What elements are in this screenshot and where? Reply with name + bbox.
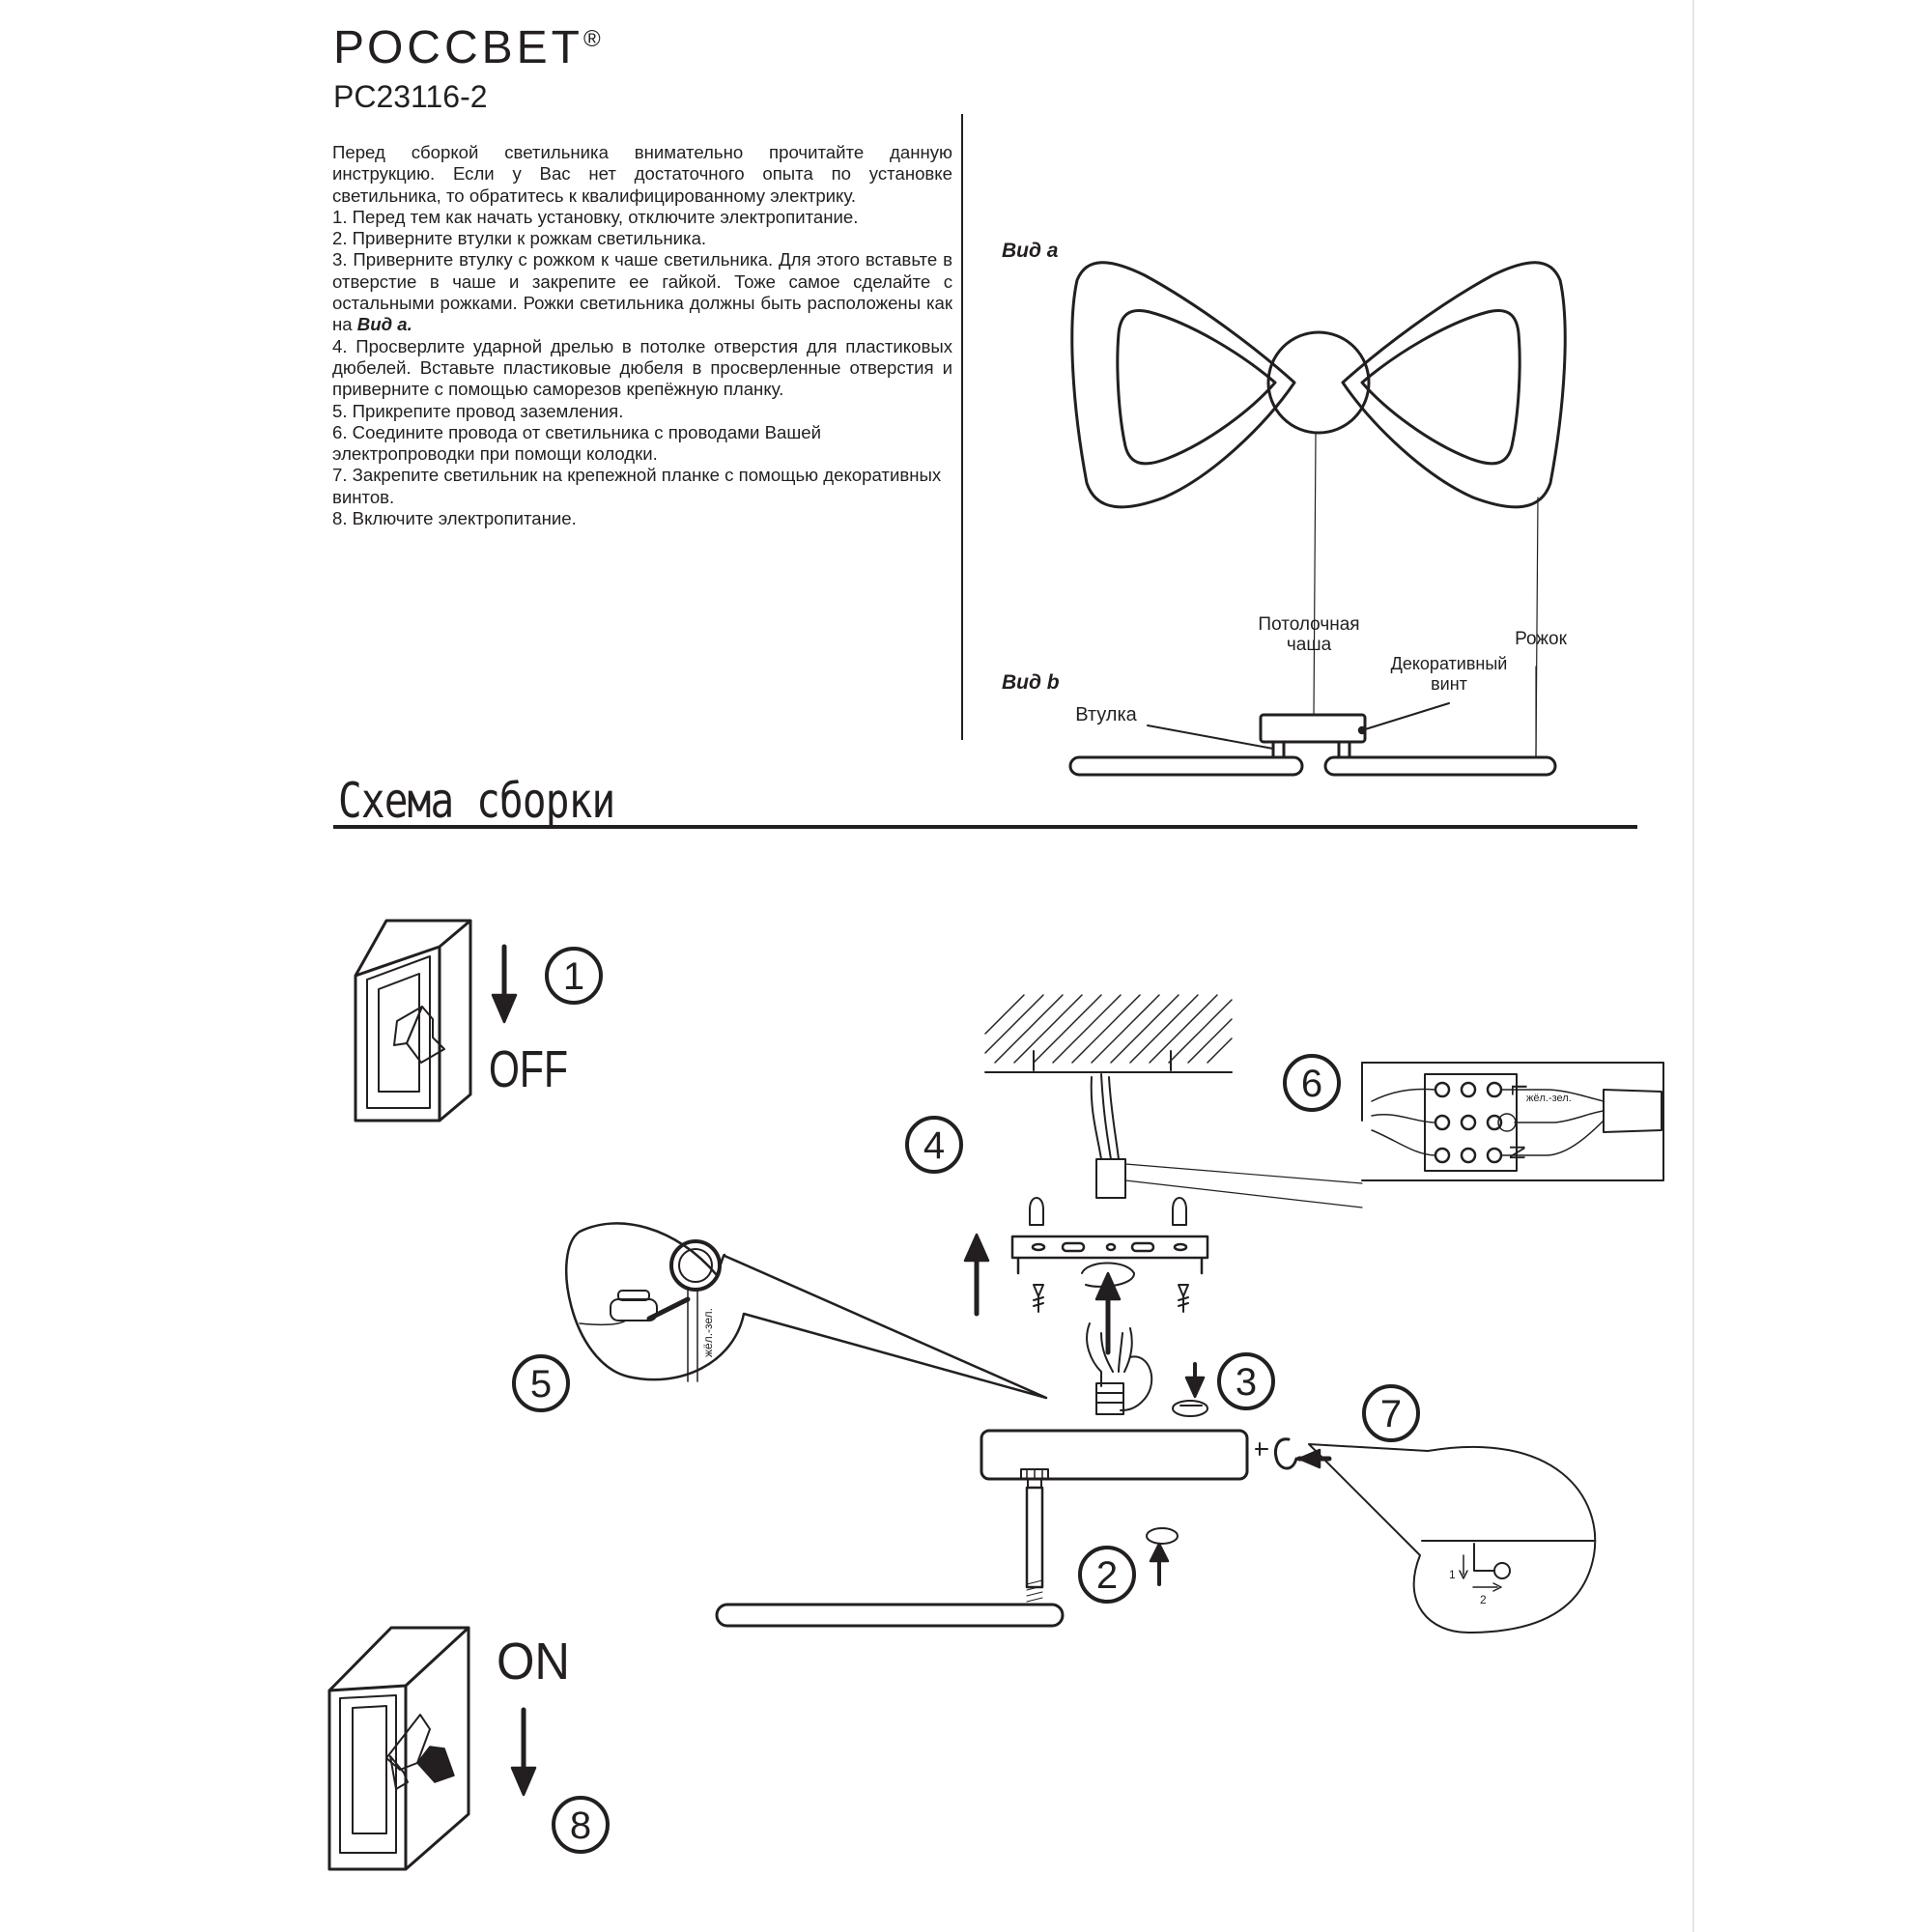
registered-mark: ®: [582, 26, 601, 52]
step-5-badge: [512, 1354, 570, 1412]
instruction-step-5: 5. Прикрепите провод заземления.: [332, 400, 624, 421]
left-arm-outline: [1070, 261, 1296, 509]
brand-name: РОССВЕТ: [333, 22, 583, 73]
brand-logo: РОССВЕТ®: [333, 21, 601, 74]
decorative-screw-label-line2: винт: [1431, 674, 1467, 694]
step-7-screw: 1 2: [1255, 1437, 1597, 1634]
on-label: ON: [497, 1633, 570, 1690]
step-8-badge: [552, 1796, 610, 1854]
terminal-l-label: L: [1507, 1084, 1531, 1095]
view-a-label: Вид а: [1002, 240, 1059, 262]
bowl-wires: [1086, 1322, 1153, 1415]
instruction-step-7: 7. Закрепите светильник на крепежной пла…: [332, 465, 942, 507]
instruction-step-1: 1. Перед тем как начать установку, отклю…: [332, 206, 859, 227]
off-label: OFF: [489, 1040, 568, 1098]
instruction-step-3-text: 3. Приверните втулку с рожком к чаше све…: [332, 249, 952, 335]
step-2-badge: [1078, 1546, 1136, 1604]
instructions-text: Перед сборкой светильника внимательно пр…: [332, 142, 952, 529]
switch-on-drawing: [327, 1626, 537, 1871]
step-2-number: 2: [1096, 1554, 1118, 1597]
step-8-number: 8: [570, 1804, 591, 1847]
right-arm-inner: [1360, 309, 1521, 466]
step-2-sleeve: [715, 1468, 1179, 1628]
step-3-nut: [1172, 1362, 1208, 1417]
decorative-screw-label-line1: Декоративный: [1390, 654, 1508, 673]
step-1-badge: [545, 947, 603, 1005]
switch-off-drawing: [354, 919, 518, 1122]
instruction-step-8: 8. Включите электропитание.: [332, 508, 577, 529]
ceiling-bowl-label-line2: чаша: [1286, 635, 1332, 655]
model-number: PC23116-2: [333, 79, 488, 114]
step-3-number: 3: [1236, 1361, 1257, 1404]
step-3-badge: [1217, 1352, 1275, 1410]
view-b-label: Вид b: [1002, 671, 1060, 694]
ceiling-bowl-label-line1: Потолочная: [1258, 614, 1360, 635]
terminal-block-detail: [1361, 1062, 1664, 1181]
step-1-number: 1: [563, 955, 584, 998]
terminal-wire-label: жёл.-зел.: [1526, 1093, 1572, 1104]
step-6-number: 6: [1301, 1063, 1322, 1105]
ceiling-hatch: [984, 994, 1233, 1073]
detail-7-number-1: 1: [1449, 1568, 1456, 1581]
view-b-profile: [1068, 702, 1557, 777]
terminal-n-label: N: [1505, 1145, 1529, 1160]
assembly-title: Схема сборки: [338, 773, 615, 829]
left-arm-inner: [1116, 309, 1277, 466]
step-4-badge: [905, 1116, 963, 1174]
right-arm-outline: [1341, 261, 1567, 509]
arm-label: Рожок: [1515, 629, 1567, 649]
instructions-intro: Перед сборкой светильника внимательно пр…: [332, 142, 952, 206]
step-4-number: 4: [923, 1124, 945, 1167]
instruction-step-6: 6. Соедините провода от светильника с пр…: [332, 421, 821, 465]
instruction-step-3: 3. Приверните втулку с рожком к чаше све…: [332, 249, 952, 335]
sleeve-label: Втулка: [1075, 704, 1137, 725]
step-7-number: 7: [1380, 1393, 1402, 1435]
step-6-badge: [1283, 1054, 1341, 1112]
view-a-reference: Вид а.: [356, 314, 412, 335]
detail-7-number-2: 2: [1480, 1593, 1487, 1606]
instruction-step-2: 2. Приверните втулки к рожкам светильник…: [332, 228, 707, 249]
view-a-luminaire: [1070, 261, 1567, 757]
ceiling-bowl: [980, 1429, 1249, 1481]
title-underline: [333, 825, 1637, 829]
ceiling-wires: [1090, 1073, 1363, 1208]
step-7-badge: [1362, 1384, 1420, 1442]
page-edge: [1692, 0, 1694, 1932]
instruction-step-4: 4. Просверлите ударной дрелью в потолке …: [332, 335, 952, 400]
detail-5-wire-label: жёл.-зел.: [701, 1308, 715, 1357]
mounting-plate: [963, 1197, 1209, 1355]
step-5-number: 5: [530, 1363, 552, 1406]
ground-wire-detail: жёл.-зел.: [565, 1222, 1048, 1400]
column-divider: [961, 114, 963, 740]
